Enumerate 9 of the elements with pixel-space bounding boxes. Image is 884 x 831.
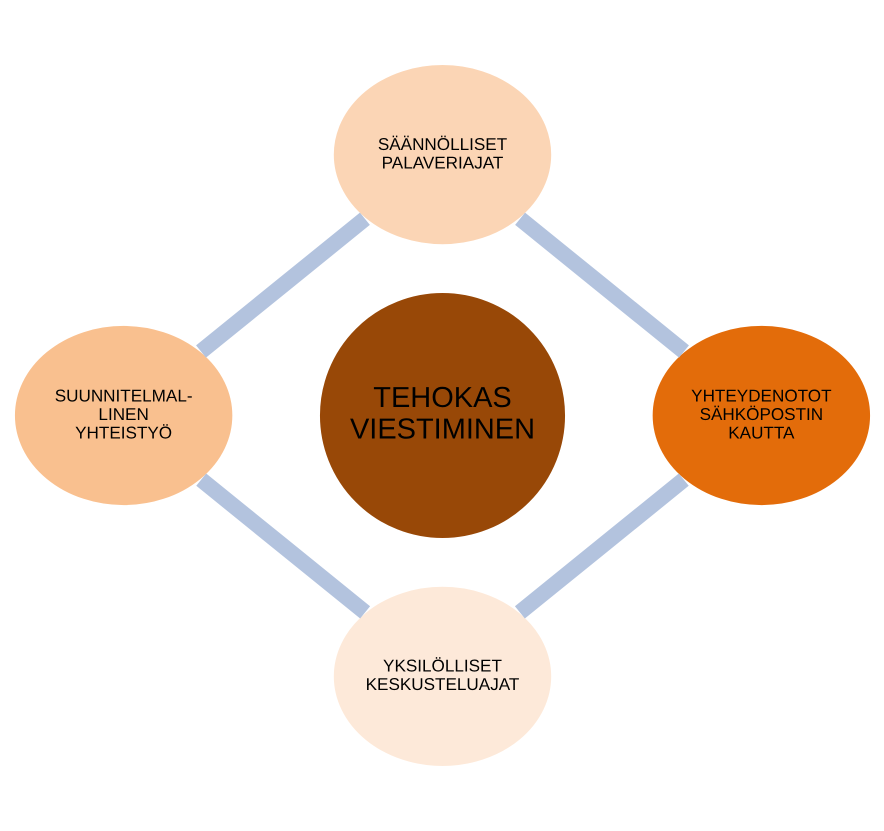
connector bbox=[514, 474, 688, 619]
node-ellipse: SUUNNITELMAL- LINEN YHTEISTYÖ bbox=[13, 324, 234, 506]
node-circle: TEHOKAS VIESTIMINEN bbox=[318, 292, 566, 540]
node-ellipse: YHTEYDENOTOT SÄHKÖPOSTIN KAUTTA bbox=[650, 324, 871, 506]
node-ellipse: YKSILÖLLISET KESKUSTELUAJAT bbox=[332, 585, 552, 768]
connector bbox=[196, 212, 370, 358]
node-ellipse: SÄÄNNÖLLISET PALAVERIAJAT bbox=[332, 64, 552, 246]
connector bbox=[196, 474, 370, 619]
connector bbox=[514, 212, 688, 358]
